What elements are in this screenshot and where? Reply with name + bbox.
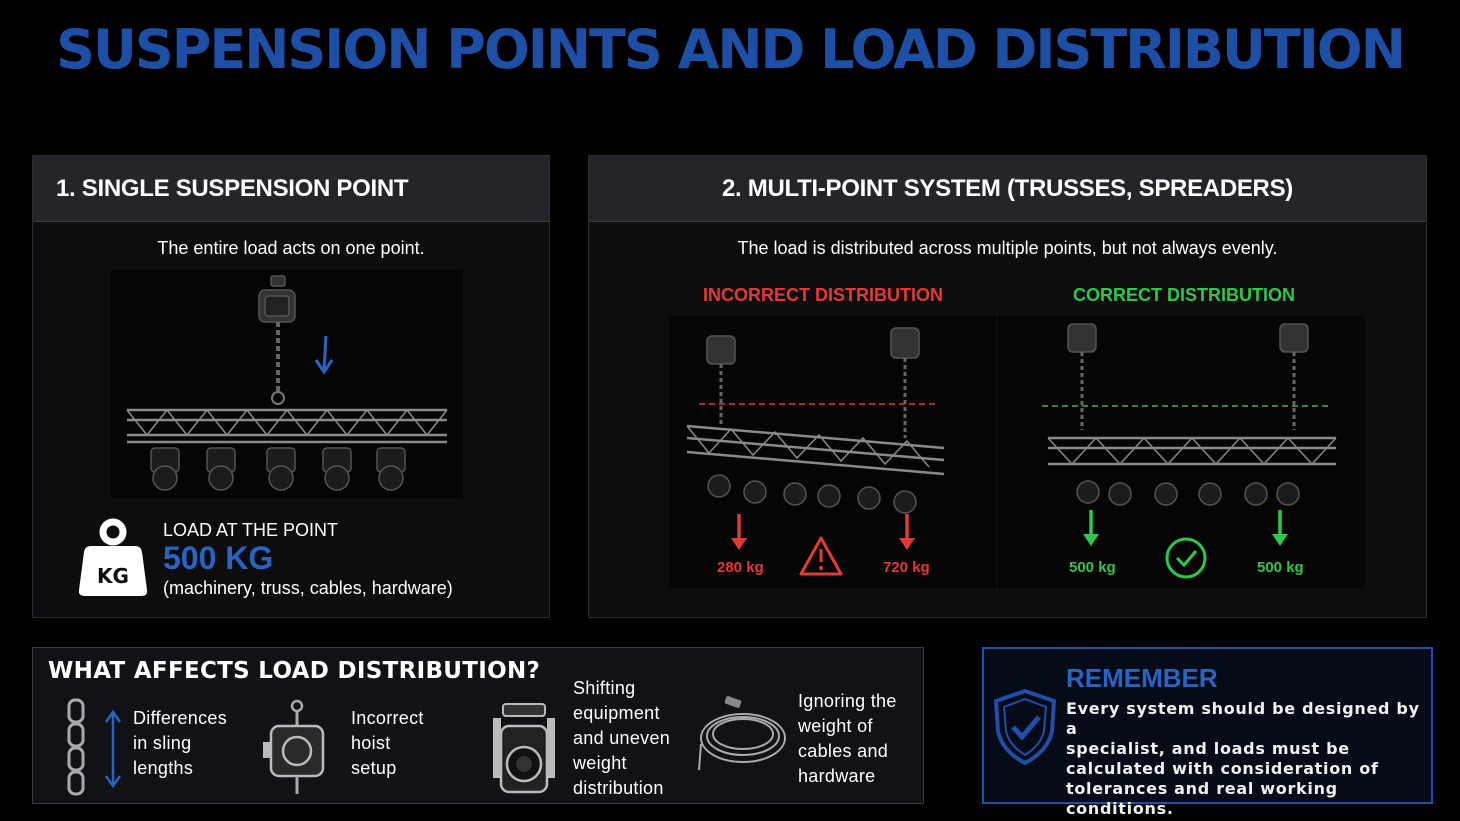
single-point-panel: 1. SINGLE SUSPENSION POINT The entire lo… [32,155,550,618]
incorrect-left-load: 280 kg [717,559,764,576]
multi-point-heading: 2. MULTI-POINT SYSTEM (TRUSSES, SPREADER… [589,156,1426,222]
down-arrow-icon [314,335,334,375]
left-down-arrow-icon [731,514,747,550]
multi-point-panel: 2. MULTI-POINT SYSTEM (TRUSSES, SPREADER… [588,155,1427,618]
remember-text: Every system should be designed by a spe… [1066,699,1420,818]
vertical-arrows-icon [104,709,122,789]
chain-hoist-icon [258,275,296,323]
stage-lights-icon [1076,480,1300,506]
remember-heading: REMEMBER [1066,663,1218,693]
weight-icon: KG [77,518,149,600]
multi-point-subtitle: The load is distributed across multiple … [737,238,1278,258]
incorrect-distribution-illustration: 280 kg 720 kg [669,316,996,588]
tilted-truss-icon [686,424,945,476]
single-point-heading: 1. SINGLE SUSPENSION POINT [33,156,549,222]
moving-light-icon [489,702,559,803]
stage-lights-icon [150,447,406,491]
stage-lights-icon [707,474,917,514]
right-down-arrow-icon [899,514,915,550]
incorrect-right-load: 720 kg [883,559,930,576]
shield-check-icon [992,687,1058,772]
level-truss-icon [1047,436,1337,466]
load-value: 500 KG [163,540,274,576]
chain-hoist-icon [706,327,920,365]
page-title: SUSPENSION POINTS AND LOAD DISTRIBUTION [56,18,1406,81]
remember-panel: REMEMBER Every system should be designed… [982,647,1433,818]
warning-icon [799,536,843,576]
right-down-arrow-icon [1272,510,1288,546]
load-note: (machinery, truss, cables, hardware) [163,578,453,598]
cable-icon [695,694,789,781]
single-point-illustration [111,270,463,498]
left-down-arrow-icon [1083,510,1099,546]
correct-right-load: 500 kg [1257,559,1304,576]
load-label: LOAD AT THE POINT [163,520,339,540]
single-point-subtitle: The entire load acts on one point. [157,238,425,258]
check-circle-icon [1165,537,1207,579]
affects-heading: WHAT AFFECTS LOAD DISTRIBUTION? [48,658,541,684]
correct-left-load: 500 kg [1069,559,1116,576]
incorrect-distribution-label: INCORRECT DISTRIBUTION [703,285,943,305]
correct-distribution-illustration: 500 kg 500 kg [998,316,1365,588]
correct-distribution-label: CORRECT DISTRIBUTION [1073,285,1295,305]
weight-icon-text: KG [97,564,129,588]
chain-hoist-icon [1067,323,1309,353]
affects-panel: WHAT AFFECTS LOAD DISTRIBUTION? Differen… [32,647,924,804]
hoist-icon [261,698,333,805]
truss-icon [126,408,448,444]
sling-chain-icon [65,698,125,805]
